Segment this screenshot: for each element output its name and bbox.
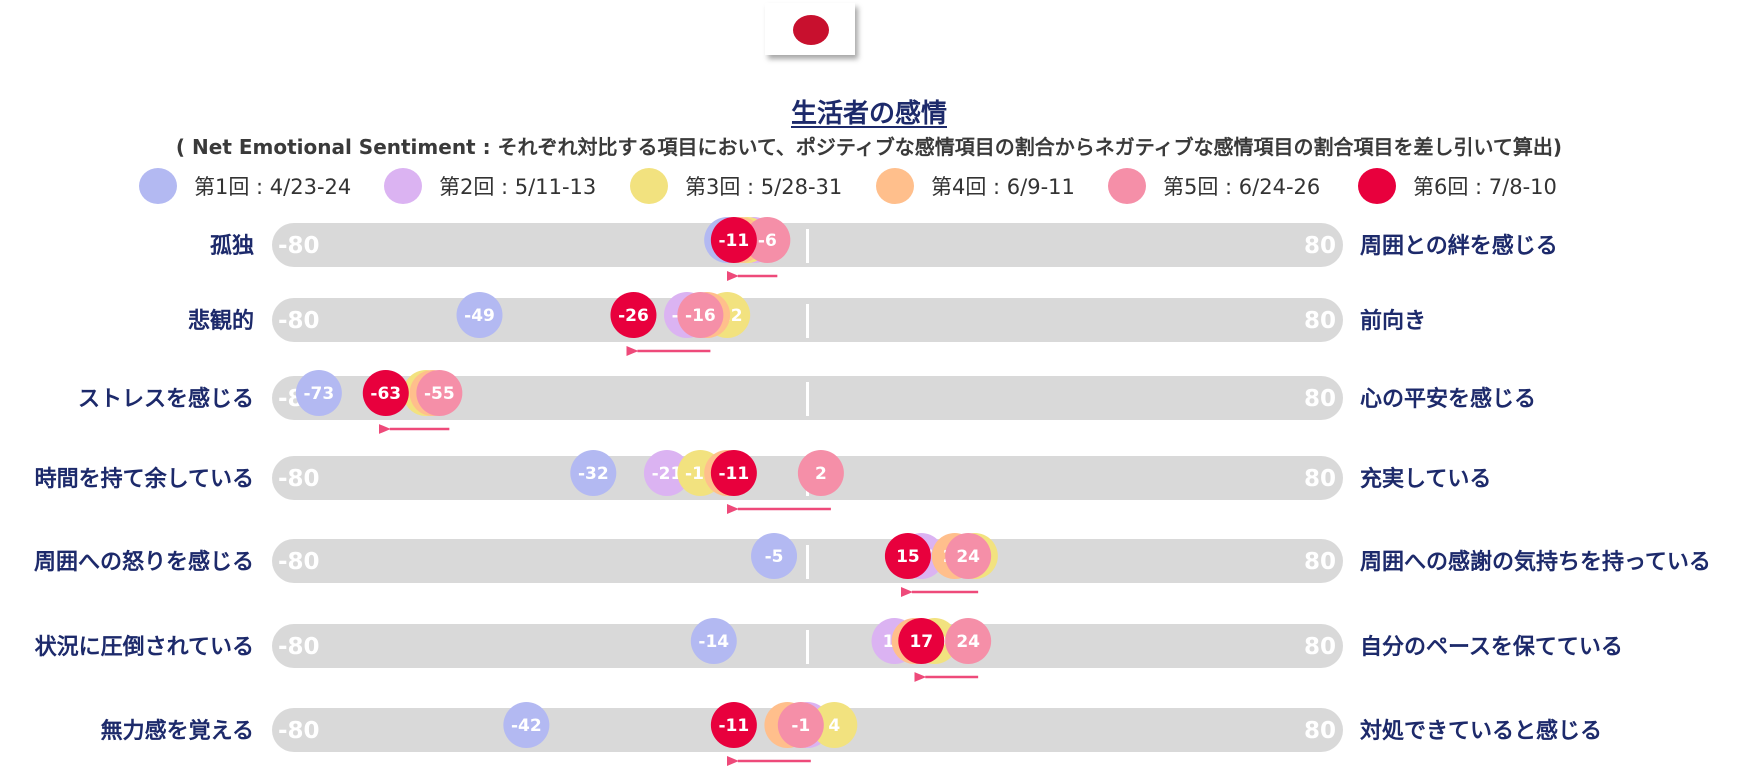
row-positive-label: 対処できていると感じる bbox=[1360, 718, 1602, 744]
row-negative-label: 状況に圧倒されている bbox=[35, 635, 254, 660]
data-point bbox=[898, 618, 945, 664]
data-label: -63 bbox=[370, 384, 401, 404]
chart-row: -8080ストレスを感じる心の平安を感じる-73-63-57-56-55-63 bbox=[78, 370, 1536, 434]
chart-title: 生活者の感情 bbox=[790, 99, 947, 129]
row-negative-label: 悲観的 bbox=[188, 308, 254, 334]
data-label: -21 bbox=[652, 464, 683, 484]
legend-marker bbox=[876, 168, 914, 204]
legend-marker bbox=[384, 168, 422, 204]
data-label: -16 bbox=[685, 306, 716, 326]
legend-marker bbox=[139, 168, 177, 204]
row-positive-label: 周囲への感謝の気持ちを持っている bbox=[1360, 549, 1711, 575]
data-label: 15 bbox=[896, 547, 920, 567]
data-point bbox=[456, 292, 503, 338]
data-label: 17 bbox=[909, 632, 933, 652]
data-point bbox=[503, 702, 550, 748]
chart-subtitle: ( Net Emotional Sentiment : それぞれ対比する項目にお… bbox=[175, 135, 1563, 159]
data-point bbox=[777, 702, 824, 748]
data-label: -11 bbox=[719, 716, 750, 736]
data-point bbox=[710, 450, 757, 496]
data-point bbox=[797, 450, 844, 496]
legend-label: 第5回 : 6/24-26 bbox=[1163, 175, 1320, 199]
data-point bbox=[710, 217, 757, 263]
data-point bbox=[610, 292, 657, 338]
legend-marker bbox=[630, 168, 668, 204]
data-label: 24 bbox=[956, 632, 980, 652]
data-point bbox=[677, 292, 724, 338]
axis-max-label: 80 bbox=[1304, 233, 1336, 259]
data-label: -1 bbox=[791, 716, 810, 736]
axis-min-label: -80 bbox=[278, 466, 320, 492]
legend-label: 第3回 : 5/28-31 bbox=[685, 175, 842, 199]
data-label: -6 bbox=[758, 231, 777, 251]
axis-min-label: -80 bbox=[278, 308, 320, 334]
data-label: 24 bbox=[956, 547, 980, 567]
row-positive-label: 心の平安を感じる bbox=[1360, 386, 1536, 412]
legend-label: 第1回 : 4/23-24 bbox=[194, 175, 351, 199]
data-label: -42 bbox=[511, 716, 542, 736]
data-label: -73 bbox=[303, 384, 334, 404]
axis-min-label: -80 bbox=[278, 718, 320, 744]
legend-marker bbox=[1108, 168, 1146, 204]
chart-row: -8080周囲への怒りを感じる周囲への感謝の気持ちを持っている-51725222… bbox=[34, 533, 1711, 597]
data-point bbox=[811, 702, 858, 748]
data-point bbox=[945, 618, 992, 664]
data-label: -11 bbox=[719, 231, 750, 251]
row-positive-label: 自分のペースを保てている bbox=[1360, 634, 1623, 660]
data-point bbox=[710, 702, 757, 748]
data-label: -14 bbox=[698, 632, 729, 652]
axis-max-label: 80 bbox=[1304, 386, 1336, 412]
axis-max-label: 80 bbox=[1304, 634, 1336, 660]
legend-label: 第6回 : 7/8-10 bbox=[1413, 175, 1557, 199]
axis-max-label: 80 bbox=[1304, 549, 1336, 575]
data-label: -5 bbox=[765, 547, 784, 567]
japan-flag-icon bbox=[765, 3, 855, 55]
data-point bbox=[295, 370, 342, 416]
data-point bbox=[690, 618, 737, 664]
data-point bbox=[643, 450, 690, 496]
axis-max-label: 80 bbox=[1304, 308, 1336, 334]
axis-min-label: -80 bbox=[278, 634, 320, 660]
legend-label: 第4回 : 6/9-11 bbox=[931, 175, 1075, 199]
row-positive-label: 充実している bbox=[1360, 466, 1491, 492]
data-point bbox=[362, 370, 409, 416]
row-negative-label: 周囲への怒りを感じる bbox=[34, 549, 254, 575]
row-positive-label: 前向き bbox=[1360, 308, 1426, 334]
data-label: -11 bbox=[719, 464, 750, 484]
axis-max-label: 80 bbox=[1304, 466, 1336, 492]
data-label: -32 bbox=[578, 464, 609, 484]
data-point bbox=[744, 217, 791, 263]
row-negative-label: 時間を持て余している bbox=[35, 466, 254, 492]
data-label: 4 bbox=[828, 716, 840, 736]
axis-max-label: 80 bbox=[1304, 718, 1336, 744]
row-negative-label: 無力感を覚える bbox=[101, 718, 254, 744]
data-point bbox=[751, 533, 798, 579]
data-label: 2 bbox=[815, 464, 827, 484]
data-point bbox=[945, 533, 992, 579]
row-negative-label: ストレスを感じる bbox=[78, 386, 254, 412]
axis-min-label: -80 bbox=[278, 549, 320, 575]
legend-label: 第2回 : 5/11-13 bbox=[439, 175, 596, 199]
row-negative-label: 孤独 bbox=[210, 233, 254, 259]
data-point bbox=[416, 370, 463, 416]
axis-min-label: -80 bbox=[278, 233, 320, 259]
data-point bbox=[570, 450, 617, 496]
data-label: -26 bbox=[618, 306, 649, 326]
row-positive-label: 周囲との絆を感じる bbox=[1360, 233, 1558, 259]
legend-marker bbox=[1358, 168, 1396, 204]
data-label: -49 bbox=[464, 306, 495, 326]
data-label: -55 bbox=[424, 384, 455, 404]
data-point bbox=[884, 533, 931, 579]
